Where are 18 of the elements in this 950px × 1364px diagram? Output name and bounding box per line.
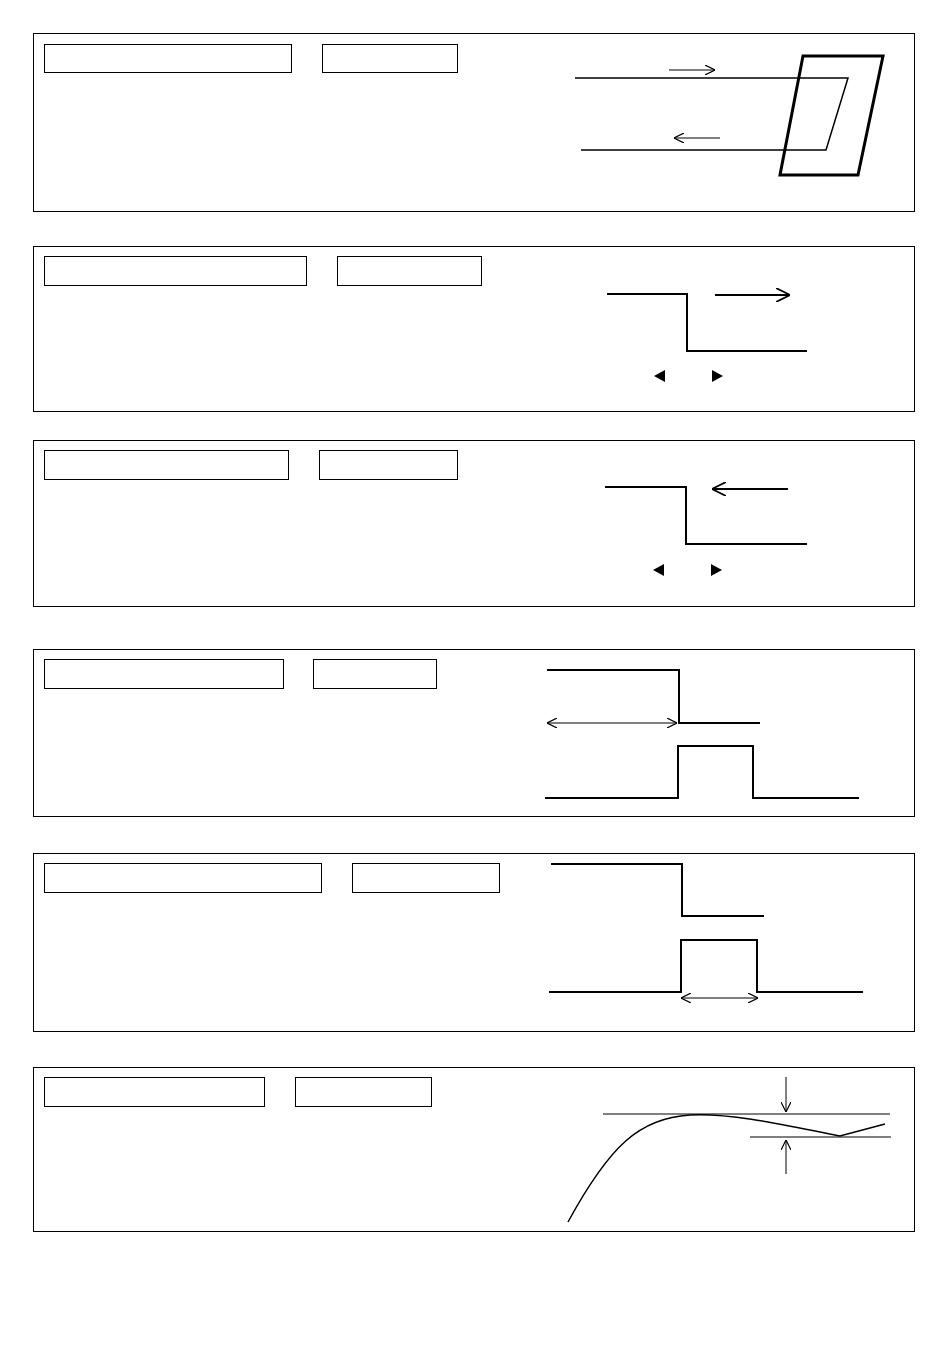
empty-label-box bbox=[44, 659, 284, 689]
panel-frame bbox=[33, 246, 915, 412]
empty-label-box bbox=[319, 450, 458, 480]
panel-frame bbox=[33, 440, 915, 607]
panel-frame bbox=[33, 649, 915, 817]
empty-label-box bbox=[352, 863, 500, 893]
panel-frame bbox=[33, 33, 915, 212]
empty-label-box bbox=[44, 450, 289, 480]
panel-frame bbox=[33, 1067, 915, 1232]
empty-label-box bbox=[44, 44, 292, 73]
panel-frame bbox=[33, 853, 915, 1032]
empty-label-box bbox=[44, 863, 322, 893]
empty-label-box bbox=[44, 1077, 265, 1107]
empty-label-box bbox=[337, 256, 482, 286]
empty-label-box bbox=[295, 1077, 432, 1107]
empty-label-box bbox=[313, 659, 437, 689]
empty-label-box bbox=[322, 44, 458, 73]
empty-label-box bbox=[44, 256, 307, 286]
